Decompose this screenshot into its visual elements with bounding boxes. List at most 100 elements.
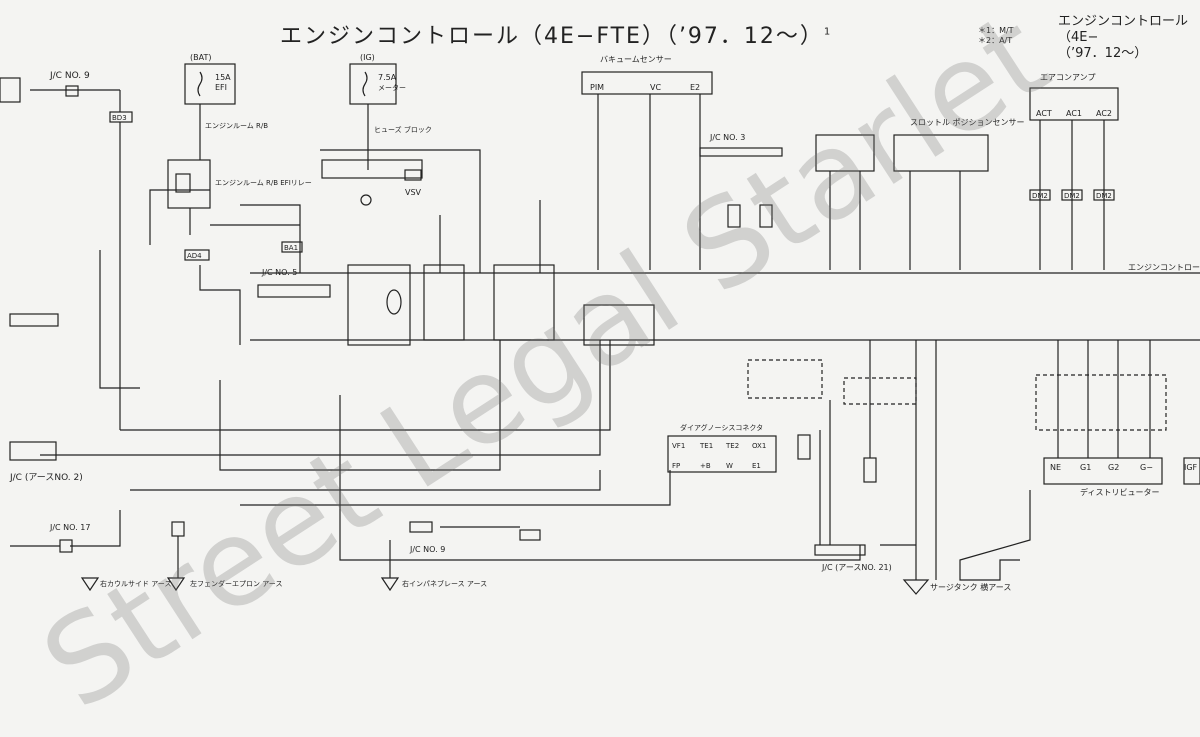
svg-text:VF1: VF1 [672, 442, 685, 450]
svg-text:+B: +B [700, 462, 711, 470]
throttle-sensor-b [893, 134, 989, 172]
throttle-sensor-a [815, 134, 875, 172]
igf-box [1183, 457, 1200, 485]
svg-text:W: W [726, 462, 733, 470]
svg-text:TE1: TE1 [699, 442, 713, 450]
page-title: エンジンコントロール（4E−FTE）（’97．12〜）1 [280, 24, 833, 49]
vsv-coil-icon [404, 169, 422, 181]
svg-text:BD3: BD3 [112, 114, 127, 122]
svg-text:ヒューズ ブロック: ヒューズ ブロック [374, 125, 432, 134]
svg-text:J/C (アースNO. 21): J/C (アースNO. 21) [821, 563, 892, 572]
svg-text:G1: G1 [1080, 463, 1091, 472]
svg-text:ダイアグノーシスコネクタ: ダイアグノーシスコネクタ [680, 423, 763, 432]
circuit-opening-box [423, 264, 465, 341]
svg-text:AC1: AC1 [1066, 109, 1082, 118]
connector-ba1 [281, 241, 303, 253]
svg-text:E2: E2 [690, 83, 700, 92]
svg-text:J/C NO. 3: J/C NO. 3 [709, 133, 745, 142]
relay-coil-icon [175, 173, 191, 193]
jc3-bar [699, 147, 783, 157]
efi-fuse-box [184, 63, 236, 105]
jc-ig-node [360, 194, 372, 206]
jc9-top-box [65, 85, 79, 97]
ecu-stage-box [493, 264, 555, 341]
jc2-label: J/C (アースNO. 2) [9, 473, 83, 483]
ig-label: (IG) [360, 53, 375, 62]
jc-left-top [0, 77, 21, 103]
footnotes: ＊1：M/T＊2：A/T [978, 26, 1014, 45]
side-title: エンジンコントロール（4E−（’97．12〜） [1058, 14, 1189, 61]
ecu-label: エンジンコントロールコン [1128, 263, 1200, 272]
distributor-box [1043, 457, 1163, 485]
ig-fuse-icon [362, 71, 368, 97]
jc-left-bar [9, 313, 59, 327]
svg-text:ディストリビューター: ディストリビューター [1080, 487, 1159, 497]
bat-label: (BAT) [190, 53, 211, 62]
knock-sensor [863, 457, 877, 483]
svg-text:バキュームセンサー: バキュームセンサー [600, 55, 672, 64]
connector-dm2-c [1093, 189, 1115, 201]
svg-text:15A: 15A [215, 73, 231, 82]
o2-shield [747, 359, 823, 399]
ig-fuse-box [349, 63, 397, 105]
svg-text:エンジンルーム R/B: エンジンルーム R/B [205, 122, 268, 130]
svg-text:7.5A: 7.5A [378, 73, 397, 82]
svg-text:サージタンク 横アース: サージタンク 横アース [930, 582, 1011, 592]
svg-text:TE2: TE2 [725, 442, 739, 450]
vsv-block [321, 159, 423, 179]
jc21-block [814, 544, 866, 556]
earth-di-icon [80, 577, 100, 592]
svg-text:NE: NE [1050, 463, 1061, 472]
earth-dh-icon [380, 577, 400, 592]
thw-sensor [727, 204, 741, 228]
earth-aa-icon [166, 577, 186, 592]
svg-text:DM2: DM2 [1032, 192, 1048, 200]
jc5-block [257, 284, 331, 298]
svg-text:IGF: IGF [1184, 463, 1198, 472]
surge-earth-icon [902, 579, 930, 595]
svg-text:スロットル ポジションセンサー: スロットル ポジションセンサー [910, 118, 1025, 127]
svg-text:右インパネブレース アース: 右インパネブレース アース [402, 579, 487, 588]
connector-dm2-a [1029, 189, 1051, 201]
connector-bd1-bottom [519, 529, 541, 541]
aircon-amp-box [1029, 87, 1119, 121]
svg-text:DM2: DM2 [1064, 192, 1080, 200]
svg-text:FP: FP [672, 462, 680, 470]
svg-text:VC: VC [650, 83, 661, 92]
efi-fuse-icon [197, 71, 203, 97]
connector-bd3 [109, 111, 133, 123]
svg-text:DM2: DM2 [1096, 192, 1112, 200]
svg-text:ACT: ACT [1036, 109, 1052, 118]
svg-text:E1: E1 [752, 462, 761, 470]
o2-sensor [797, 434, 811, 460]
jc2-block [9, 441, 57, 461]
svg-text:J/C NO. 17: J/C NO. 17 [49, 523, 90, 532]
efi-relay-box [167, 159, 211, 209]
svg-text:G−: G− [1140, 463, 1153, 472]
svg-text:BA1: BA1 [284, 244, 298, 252]
diag-connector-box [667, 435, 777, 473]
svg-text:G2: G2 [1108, 463, 1119, 472]
svg-text:エアコンアンプ: エアコンアンプ [1040, 73, 1095, 82]
vacuum-sensor-box [581, 71, 713, 95]
injector-icon [386, 289, 402, 315]
svg-text:AC2: AC2 [1096, 109, 1112, 118]
svg-text:右カウルサイド アース: 右カウルサイド アース [100, 579, 171, 588]
tha-sensor [759, 204, 773, 228]
svg-text:左フェンダーエプロン アース: 左フェンダーエプロン アース [190, 579, 282, 588]
svg-text:J/C NO. 5: J/C NO. 5 [261, 268, 297, 277]
jc9-top-label: J/C NO. 9 [49, 71, 90, 81]
jc11-box [171, 521, 185, 537]
knock-shield [843, 377, 917, 405]
distributor-shield [1035, 374, 1167, 431]
jc9-bottom-block [409, 521, 433, 533]
svg-text:PIM: PIM [590, 83, 604, 92]
svg-text:OX1: OX1 [752, 442, 766, 450]
injector-box [347, 264, 411, 346]
svg-text:EFI: EFI [215, 83, 227, 92]
svg-text:J/C NO. 9: J/C NO. 9 [409, 545, 445, 554]
svg-text:AD4: AD4 [187, 252, 202, 260]
svg-text:メーター: メーター [378, 83, 406, 92]
svg-text:VSV: VSV [405, 188, 422, 197]
wiring-diagram: エンジンコントロールコン J/C (アースNO. 2) J/C NO. 9 BD… [0, 53, 1200, 595]
